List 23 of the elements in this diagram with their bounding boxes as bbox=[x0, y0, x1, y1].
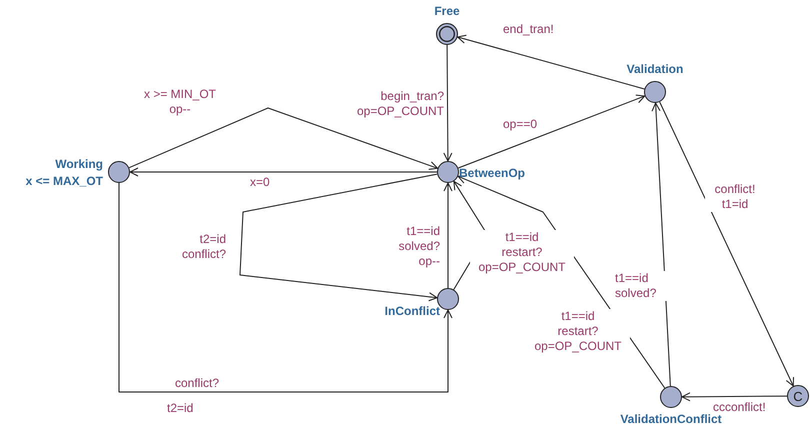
transition-arrow bbox=[444, 182, 452, 288]
transition-arrow bbox=[240, 174, 438, 302]
location-name: Free bbox=[434, 4, 460, 19]
location-name: ValidationConflict bbox=[620, 412, 722, 427]
location-name: BetweenOp bbox=[459, 166, 526, 181]
transition-arrow bbox=[659, 102, 794, 386]
edge-label: op==0 bbox=[503, 117, 538, 132]
edge-label: t1==id restart? op=OP_COUNT bbox=[470, 230, 574, 275]
transition-arrow bbox=[652, 102, 671, 386]
edge-label: t1==id solved? bbox=[615, 271, 667, 301]
transition-arrow bbox=[458, 94, 646, 168]
transition-arrow bbox=[128, 108, 438, 170]
transition-arrow bbox=[457, 34, 645, 90]
committed-location: C bbox=[787, 385, 809, 407]
transition-arrow bbox=[118, 182, 452, 392]
location-name: Validation bbox=[626, 62, 684, 77]
transition-arrow bbox=[443, 44, 452, 162]
transition-arrow bbox=[682, 392, 788, 402]
location-name: Working bbox=[55, 157, 103, 172]
edge-label: end_tran! bbox=[503, 22, 554, 37]
transition-arrow bbox=[130, 168, 438, 176]
location-name: InConflict bbox=[384, 304, 440, 319]
invariant-label: x <= MAX_OT bbox=[26, 174, 103, 189]
